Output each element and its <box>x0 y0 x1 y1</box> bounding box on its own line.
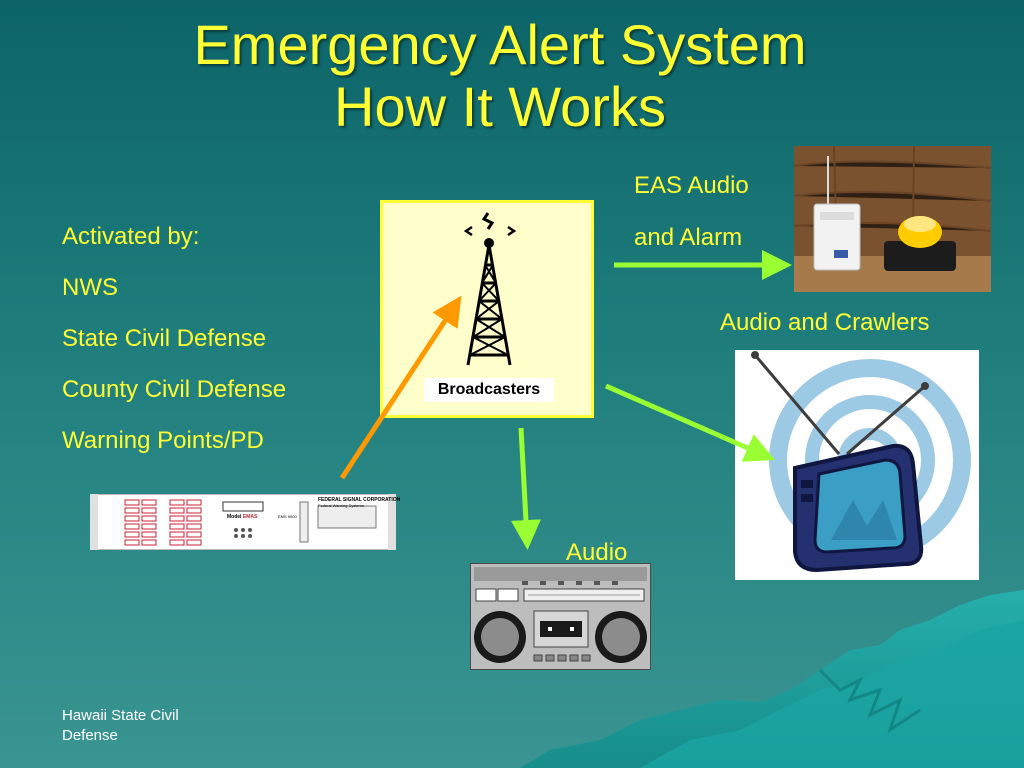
broadcasters-label: Broadcasters <box>424 378 554 402</box>
boombox-radio-icon <box>470 563 651 670</box>
encoder-corp-text: FEDERAL SIGNAL CORPORATION <box>318 497 401 503</box>
title-line-1: Emergency Alert System <box>193 13 807 76</box>
mountain-decoration <box>520 590 1024 768</box>
activated-heading: Activated by: <box>62 223 200 250</box>
activated-by-list: Activated by: NWS State Civil Defense Co… <box>62 220 286 475</box>
activated-item-nws: NWS <box>62 274 118 301</box>
arrow-to-television <box>604 383 776 462</box>
activated-item-state-civil-defense: State Civil Defense <box>62 325 267 352</box>
slide-title: Emergency Alert System How It Works <box>100 14 900 138</box>
television-icon <box>735 350 979 580</box>
eas-alarm-photo <box>794 146 991 292</box>
activated-item-county-civil-defense: County Civil Defense <box>62 376 287 403</box>
encoder-model-name: EMAS <box>242 514 258 520</box>
encoder-sub-text: Federal Warning Systems <box>318 503 364 508</box>
title-line-2: How It Works <box>334 75 666 138</box>
encoder-tag-text: EMS 9000 <box>278 514 297 519</box>
audio-label: Audio <box>566 539 628 566</box>
broadcast-tower-icon <box>463 212 517 366</box>
arrow-to-radio <box>510 427 541 550</box>
footer-text: Hawaii State Civil Defense <box>62 707 179 744</box>
encoder-model-prefix: Model <box>227 514 242 520</box>
eas-encoder-panel <box>90 494 396 550</box>
encoder-model-text: Model EMAS <box>227 514 257 520</box>
arrow-encoder-to-tower <box>339 295 462 480</box>
and-alarm-label: and Alarm <box>634 224 743 251</box>
audio-crawlers-label: Audio and Crawlers <box>720 309 930 336</box>
eas-audio-label: EAS Audio <box>634 172 749 199</box>
activated-item-warning-points: Warning Points/PD <box>62 427 264 454</box>
